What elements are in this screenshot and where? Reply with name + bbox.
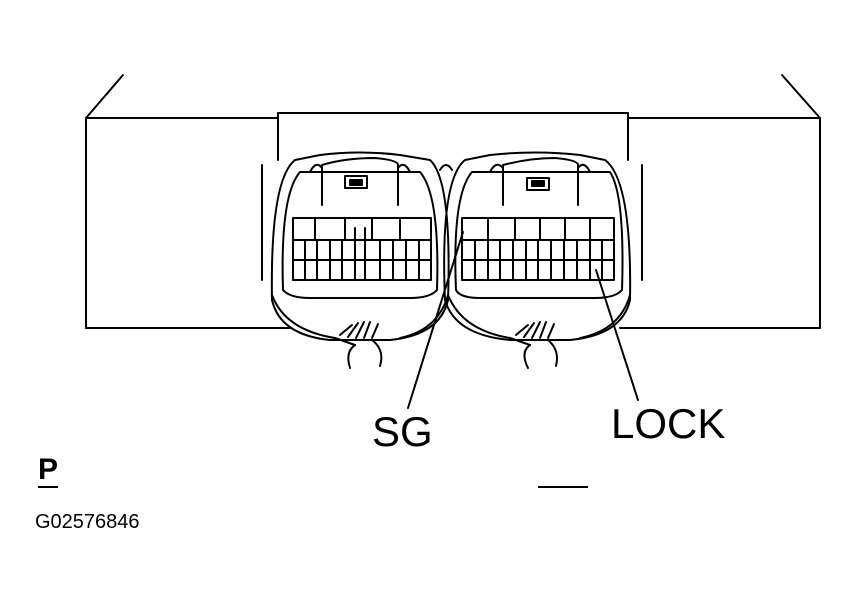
ecu-body-icon [85, 74, 821, 329]
p-label: P [38, 453, 59, 486]
right-connector-icon [439, 151, 632, 346]
lock-leader-line [595, 269, 639, 401]
figure-code: G02576846 [35, 511, 140, 533]
lock-label: LOCK [611, 400, 726, 447]
p-underline [38, 486, 58, 488]
wire-harness-icon [339, 321, 558, 369]
dash-line [538, 486, 588, 488]
sg-label: SG [372, 408, 433, 455]
left-connector-icon [270, 151, 450, 346]
sg-leader-line [407, 231, 464, 409]
